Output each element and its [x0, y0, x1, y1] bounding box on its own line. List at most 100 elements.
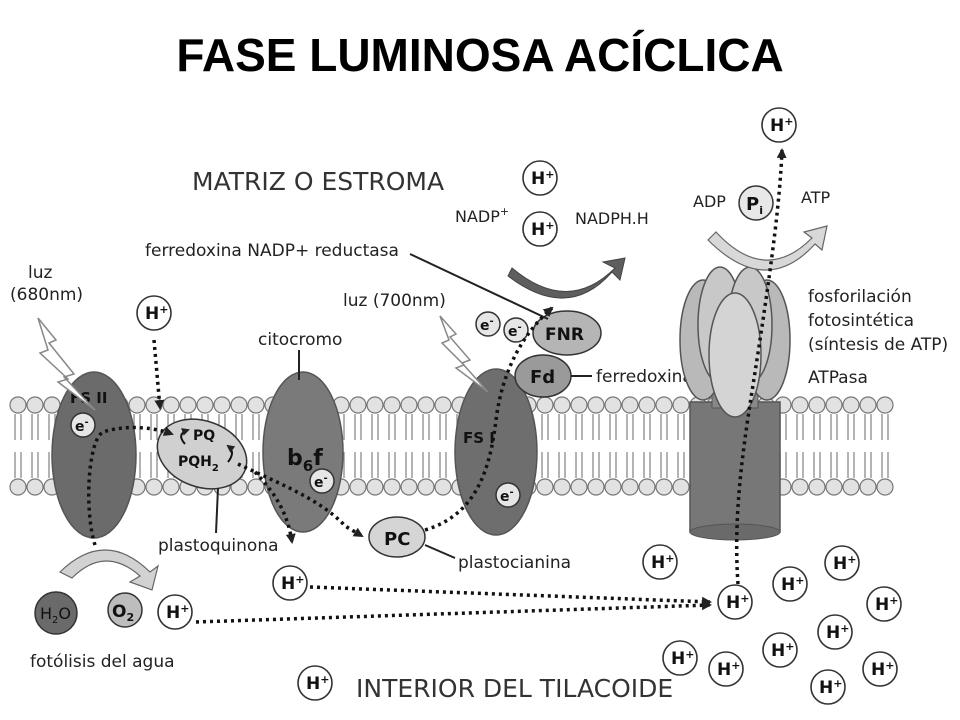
svg-text:H+: H+ — [717, 659, 740, 680]
svg-text:H+: H+ — [770, 115, 793, 136]
electron-psi: e- — [495, 482, 521, 508]
svg-text:H+: H+ — [671, 648, 694, 669]
fd-label: Fd — [530, 367, 555, 388]
electron-b6f: e- — [309, 468, 335, 494]
oxygen-molecule: O2 — [107, 592, 143, 628]
atp-synthase — [679, 266, 791, 541]
proton-release-flow — [253, 470, 296, 544]
light-label-psii-line1: luz — [28, 263, 52, 283]
svg-text:H+: H+ — [145, 303, 168, 324]
svg-text:H+: H+ — [281, 573, 304, 594]
svg-text:H+: H+ — [166, 602, 189, 623]
lumen-label: INTERIOR DEL TILACOIDE — [356, 674, 673, 703]
adp-label: ADP — [693, 192, 726, 211]
svg-text:e-: e- — [480, 316, 494, 334]
svg-text:O2: O2 — [112, 602, 134, 624]
plastoquinona-label: plastoquinona — [158, 536, 279, 556]
photolysis-arrow — [58, 549, 159, 591]
plastocyanin: PC — [368, 516, 426, 558]
proton-lumen-11: H+ — [824, 545, 860, 581]
plastocianina-pointer — [424, 544, 456, 559]
electron-flow-pq-to-pc — [237, 462, 364, 538]
phosphate-pi: Pi — [738, 185, 774, 221]
b6f-label: b6f — [287, 446, 323, 475]
water-molecule: H2O — [34, 591, 78, 635]
nadp-reduction-arrow — [507, 257, 626, 299]
svg-text:H+: H+ — [875, 594, 898, 615]
photosystem-i: FS I e- — [454, 368, 538, 536]
plastocianina-label: plastocianina — [458, 553, 571, 573]
pqh2-label: PQH2 — [178, 454, 219, 474]
citocromo-label: citocromo — [258, 330, 342, 350]
electron-psii: e- — [70, 412, 96, 438]
pc-label: PC — [384, 529, 410, 550]
svg-text:H+: H+ — [826, 622, 849, 643]
svg-text:H+: H+ — [833, 553, 856, 574]
flow-paths — [87, 148, 787, 624]
svg-text:e-: e- — [75, 417, 89, 435]
phosphorylation-label-line2: fotosintética — [808, 311, 914, 331]
svg-text:H+: H+ — [819, 677, 842, 698]
svg-text:e-: e- — [500, 487, 514, 505]
fnr-name-label: ferredoxina NADP+ reductasa — [145, 241, 399, 261]
proton-lumen-flow-1 — [309, 585, 712, 607]
electron-fnr-1: e- — [475, 311, 501, 337]
psi-label: FS I — [463, 429, 495, 447]
proton-stroma-1: H+ — [761, 107, 797, 143]
svg-text:H+: H+ — [726, 592, 749, 613]
phosphorylation-label-line3: (síntesis de ATP) — [808, 335, 948, 355]
proton-lumen-13: H+ — [817, 614, 853, 650]
plastoquinona-pointer — [215, 487, 219, 534]
svg-text:e-: e- — [314, 473, 328, 491]
proton-stroma-2: H+ — [522, 160, 558, 196]
fnr-enzyme: FNR — [532, 310, 602, 356]
light-bolt-psii — [37, 317, 96, 411]
svg-text:H+: H+ — [771, 640, 794, 661]
svg-text:H+: H+ — [306, 673, 329, 694]
svg-text:H+: H+ — [871, 659, 894, 680]
proton-stroma-3: H+ — [522, 211, 558, 247]
proton-lumen-14: H+ — [762, 632, 798, 668]
light-bolt-psi — [439, 315, 489, 393]
proton-lumen-7: H+ — [297, 665, 333, 701]
proton-lumen-9: H+ — [717, 584, 753, 620]
electron-fnr-2: e- — [503, 317, 529, 343]
phosphorylation-label-line1: fosforilación — [808, 287, 912, 307]
svg-text:H2O: H2O — [40, 604, 71, 626]
proton-stroma-4: H+ — [136, 295, 172, 331]
proton-lumen-6: H+ — [157, 594, 193, 630]
nadp-label: NADP+ — [455, 205, 509, 226]
stroma-label: MATRIZ O ESTROMA — [192, 167, 444, 196]
proton-ions: H+ H+ H+ H+ H+ H+ H+ H+ H+ H+ H+ H+ H+ H+ H+ H+ H+ H+ — [136, 107, 902, 705]
atp-synthesis-arrow — [707, 225, 828, 271]
svg-text:e-: e- — [508, 322, 522, 340]
svg-text:H+: H+ — [531, 168, 554, 189]
atpasa-label: ATPasa — [808, 368, 868, 388]
proton-uptake-flow — [152, 339, 165, 410]
light-label-psii-line2: (680nm) — [10, 285, 83, 305]
ferredoxina-label: ferredoxina — [596, 367, 693, 387]
ferredoxin: Fd — [514, 354, 572, 398]
proton-lumen-16: H+ — [708, 651, 744, 687]
proton-lumen-5: H+ — [272, 565, 308, 601]
light-label-psi: luz (700nm) — [343, 291, 446, 311]
svg-text:H+: H+ — [651, 552, 674, 573]
proton-lumen-flow-2 — [195, 600, 712, 624]
proton-lumen-17: H+ — [810, 669, 846, 705]
svg-text:Pi: Pi — [746, 194, 763, 217]
svg-text:H+: H+ — [781, 574, 804, 595]
nadph-label: NADPH.H — [575, 209, 649, 228]
proton-lumen-15: H+ — [662, 640, 698, 676]
atp-label: ATP — [801, 188, 830, 207]
proton-lumen-10: H+ — [772, 566, 808, 602]
diagram-title: FASE LUMINOSA ACÍCLICA — [176, 29, 784, 81]
electron-flow-psii-to-pq — [87, 425, 174, 546]
fotolisis-label: fotólisis del agua — [30, 652, 175, 672]
pq-label: PQ — [193, 428, 215, 444]
proton-lumen-8: H+ — [642, 544, 678, 580]
cytochrome-b6f: b6f e- — [262, 371, 344, 533]
fnr-name-pointer — [409, 253, 549, 320]
proton-lumen-12: H+ — [866, 586, 902, 622]
